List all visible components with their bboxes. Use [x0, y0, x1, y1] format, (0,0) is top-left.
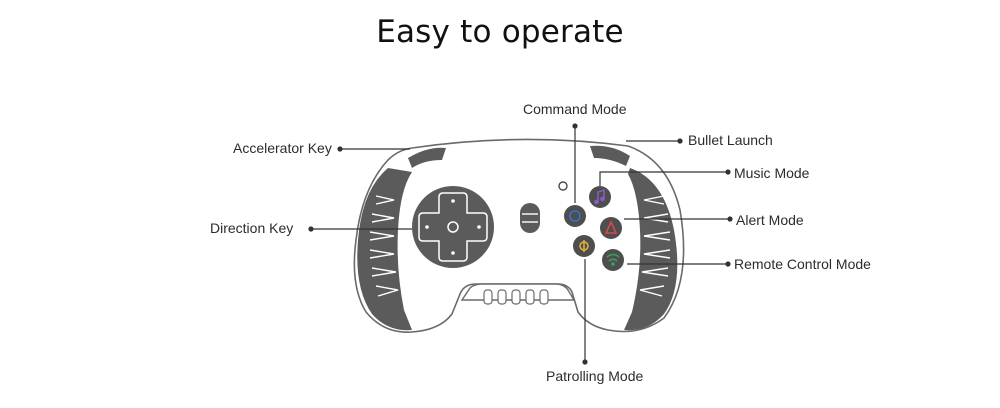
command-button[interactable] — [564, 205, 586, 227]
alert-mode-leader — [624, 216, 733, 222]
direction-pad[interactable] — [412, 186, 494, 268]
music-button[interactable] — [589, 186, 611, 208]
music-mode-label: Music Mode — [734, 165, 810, 181]
center-wheel[interactable] — [520, 203, 540, 233]
left-grip-ridges — [369, 195, 399, 297]
left-shoulder-bumper — [408, 147, 446, 168]
remote-control-button[interactable] — [602, 249, 624, 271]
left-grip — [357, 168, 412, 331]
alert-button[interactable] — [600, 217, 622, 239]
command-mode-label: Command Mode — [523, 101, 627, 117]
right-shoulder-bumper — [590, 145, 630, 166]
bullet-launch-label: Bullet Launch — [688, 132, 773, 148]
leader-lines — [308, 123, 733, 365]
bullet-launch-leader — [626, 138, 683, 144]
page-title: Easy to operate — [376, 14, 624, 50]
right-grip-ridges — [639, 195, 671, 297]
direction-key-leader — [308, 226, 412, 232]
wifi-icon — [606, 253, 620, 266]
right-grip — [624, 168, 678, 331]
game-controller — [353, 138, 685, 333]
command-icon — [569, 210, 581, 222]
music-mode-leader — [599, 169, 731, 186]
remote-control-mode-leader — [627, 261, 731, 267]
direction-key-label: Direction Key — [210, 220, 294, 236]
indicator-light — [558, 181, 568, 191]
patrolling-button[interactable] — [573, 235, 595, 257]
remote-control-mode-label: Remote Control Mode — [734, 256, 871, 272]
patrolling-mode-leader — [582, 259, 588, 365]
alert-icon — [604, 220, 618, 234]
command-mode-leader — [572, 123, 578, 203]
alert-mode-label: Alert Mode — [736, 212, 804, 228]
bottom-grille — [460, 283, 576, 305]
patrolling-mode-label: Patrolling Mode — [546, 368, 644, 384]
music-note-icon — [594, 188, 605, 205]
patrol-icon — [579, 240, 589, 252]
accelerator-key-label: Accelerator Key — [233, 140, 332, 156]
accelerator-key-leader — [337, 146, 410, 152]
